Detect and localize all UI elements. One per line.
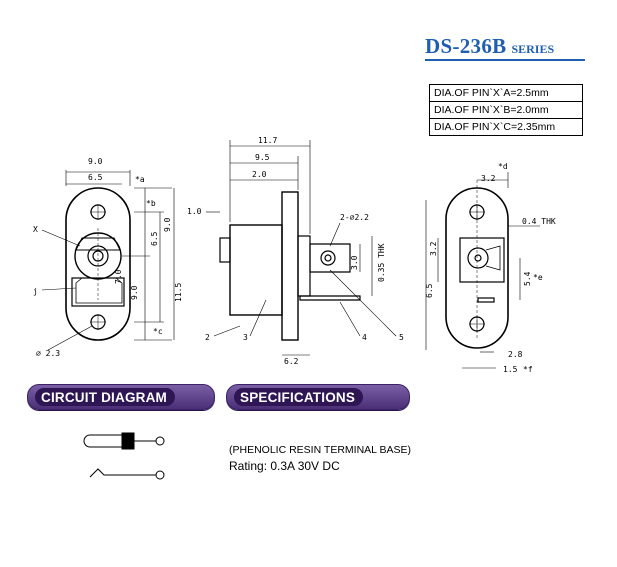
rear-view-labels: *d 3.2 0.4 THK 3.2 6.5 5.4 *e 2.8 1.5 *f <box>425 162 556 374</box>
side-view-labels: 11.7 9.5 2.0 1.0 2-∅2.2 3.0 0.35 THK 6.2… <box>187 136 404 366</box>
dim-side-body: 9.5 <box>255 153 270 162</box>
callout-2: 2 <box>205 333 210 342</box>
table-cell: DIA.OF PIN`X`B=2.0mm <box>429 101 583 119</box>
dim-side-tab: 3.0 <box>350 255 359 270</box>
side-view-drawing <box>206 140 397 356</box>
dim-rear-right: 5.4 <box>523 271 532 286</box>
mark-d: *d <box>498 162 508 171</box>
callout-3: 3 <box>243 333 248 342</box>
mechanical-drawings: 9.0 6.5 *a *b 6.5 9.0 7.0 9.0 11.5 *c X … <box>33 136 556 374</box>
dim-rear-overall: 6.5 <box>425 283 434 298</box>
series-label: SERIES <box>511 42 555 56</box>
circuit-diagram-heading: CIRCUIT DIAGRAM <box>27 384 215 410</box>
spec-rating: Rating: 0.3A 30V DC <box>229 459 340 473</box>
dim-rear-left: 3.2 <box>429 241 438 256</box>
dim-rear-top: 3.2 <box>481 174 496 183</box>
circuit-symbol <box>83 432 165 480</box>
label-j: j <box>33 287 38 296</box>
rear-view-drawing <box>425 172 540 369</box>
mark-f: *f <box>523 365 533 374</box>
terminal-circle-icon <box>155 436 165 446</box>
dim-front-half: 6.5 <box>88 173 103 182</box>
specifications-heading: SPECIFICATIONS <box>226 384 410 410</box>
spec-material: (PHENOLIC RESIN TERMINAL BASE) <box>229 444 412 456</box>
rear-thickness: 0.4 THK <box>522 217 556 226</box>
dim-front-total: 11.5 <box>174 283 183 302</box>
pin-diameter-table: DIA.OF PIN`X`A=2.5mm DIA.OF PIN`X`B=2.0m… <box>429 84 583 136</box>
terminal-circle-icon <box>155 470 165 480</box>
dim-side-overall: 11.7 <box>258 136 277 145</box>
title-underline <box>425 59 585 61</box>
table-cell: DIA.OF PIN`X`C=2.35mm <box>429 118 583 136</box>
mark-e: *e <box>533 273 543 282</box>
label-x: X <box>33 225 38 234</box>
dim-side-flange: 2.0 <box>252 170 267 179</box>
dim-front-pin: 6.5 <box>150 231 159 246</box>
callout-4: 4 <box>362 333 367 342</box>
side-thickness: 0.35 THK <box>377 243 386 282</box>
hole-note: 2-∅2.2 <box>340 213 369 222</box>
table-cell: DIA.OF PIN`X`A=2.5mm <box>429 84 583 102</box>
front-view-drawing <box>41 170 175 351</box>
mark-c: *c <box>153 327 163 336</box>
dim-rear-bottom2: 1.5 <box>503 365 518 374</box>
table-row: DIA.OF PIN`X`A=2.5mm <box>429 84 583 102</box>
front-view-labels: 9.0 6.5 *a *b 6.5 9.0 7.0 9.0 11.5 *c X … <box>33 157 183 358</box>
switch-contact-icon <box>89 468 156 478</box>
model-number: DS-236B <box>425 34 507 58</box>
plug-collar-icon <box>121 432 135 450</box>
mark-b: *b <box>146 199 156 208</box>
dim-front-low: 7.0 <box>114 269 123 284</box>
table-row: DIA.OF PIN`X`B=2.0mm <box>429 101 583 119</box>
mark-a: *a <box>135 175 145 184</box>
callout-5: 5 <box>399 333 404 342</box>
plug-pin-icon <box>83 434 129 448</box>
specifications-label: SPECIFICATIONS <box>240 389 356 405</box>
dim-side-bottom: 6.2 <box>284 357 299 366</box>
dim-side-pin-stub: 1.0 <box>187 207 202 216</box>
circuit-diagram-label: CIRCUIT DIAGRAM <box>41 389 167 405</box>
dim-front-low2: 9.0 <box>130 285 139 300</box>
dim-front-height: 9.0 <box>163 217 172 232</box>
table-row: DIA.OF PIN`X`C=2.35mm <box>429 118 583 136</box>
series-title: DS-236B SERIES <box>425 34 585 62</box>
dim-front-width: 9.0 <box>88 157 103 166</box>
hole-diameter: ∅ 2.3 <box>36 349 60 358</box>
dim-rear-bottom1: 2.8 <box>508 350 523 359</box>
